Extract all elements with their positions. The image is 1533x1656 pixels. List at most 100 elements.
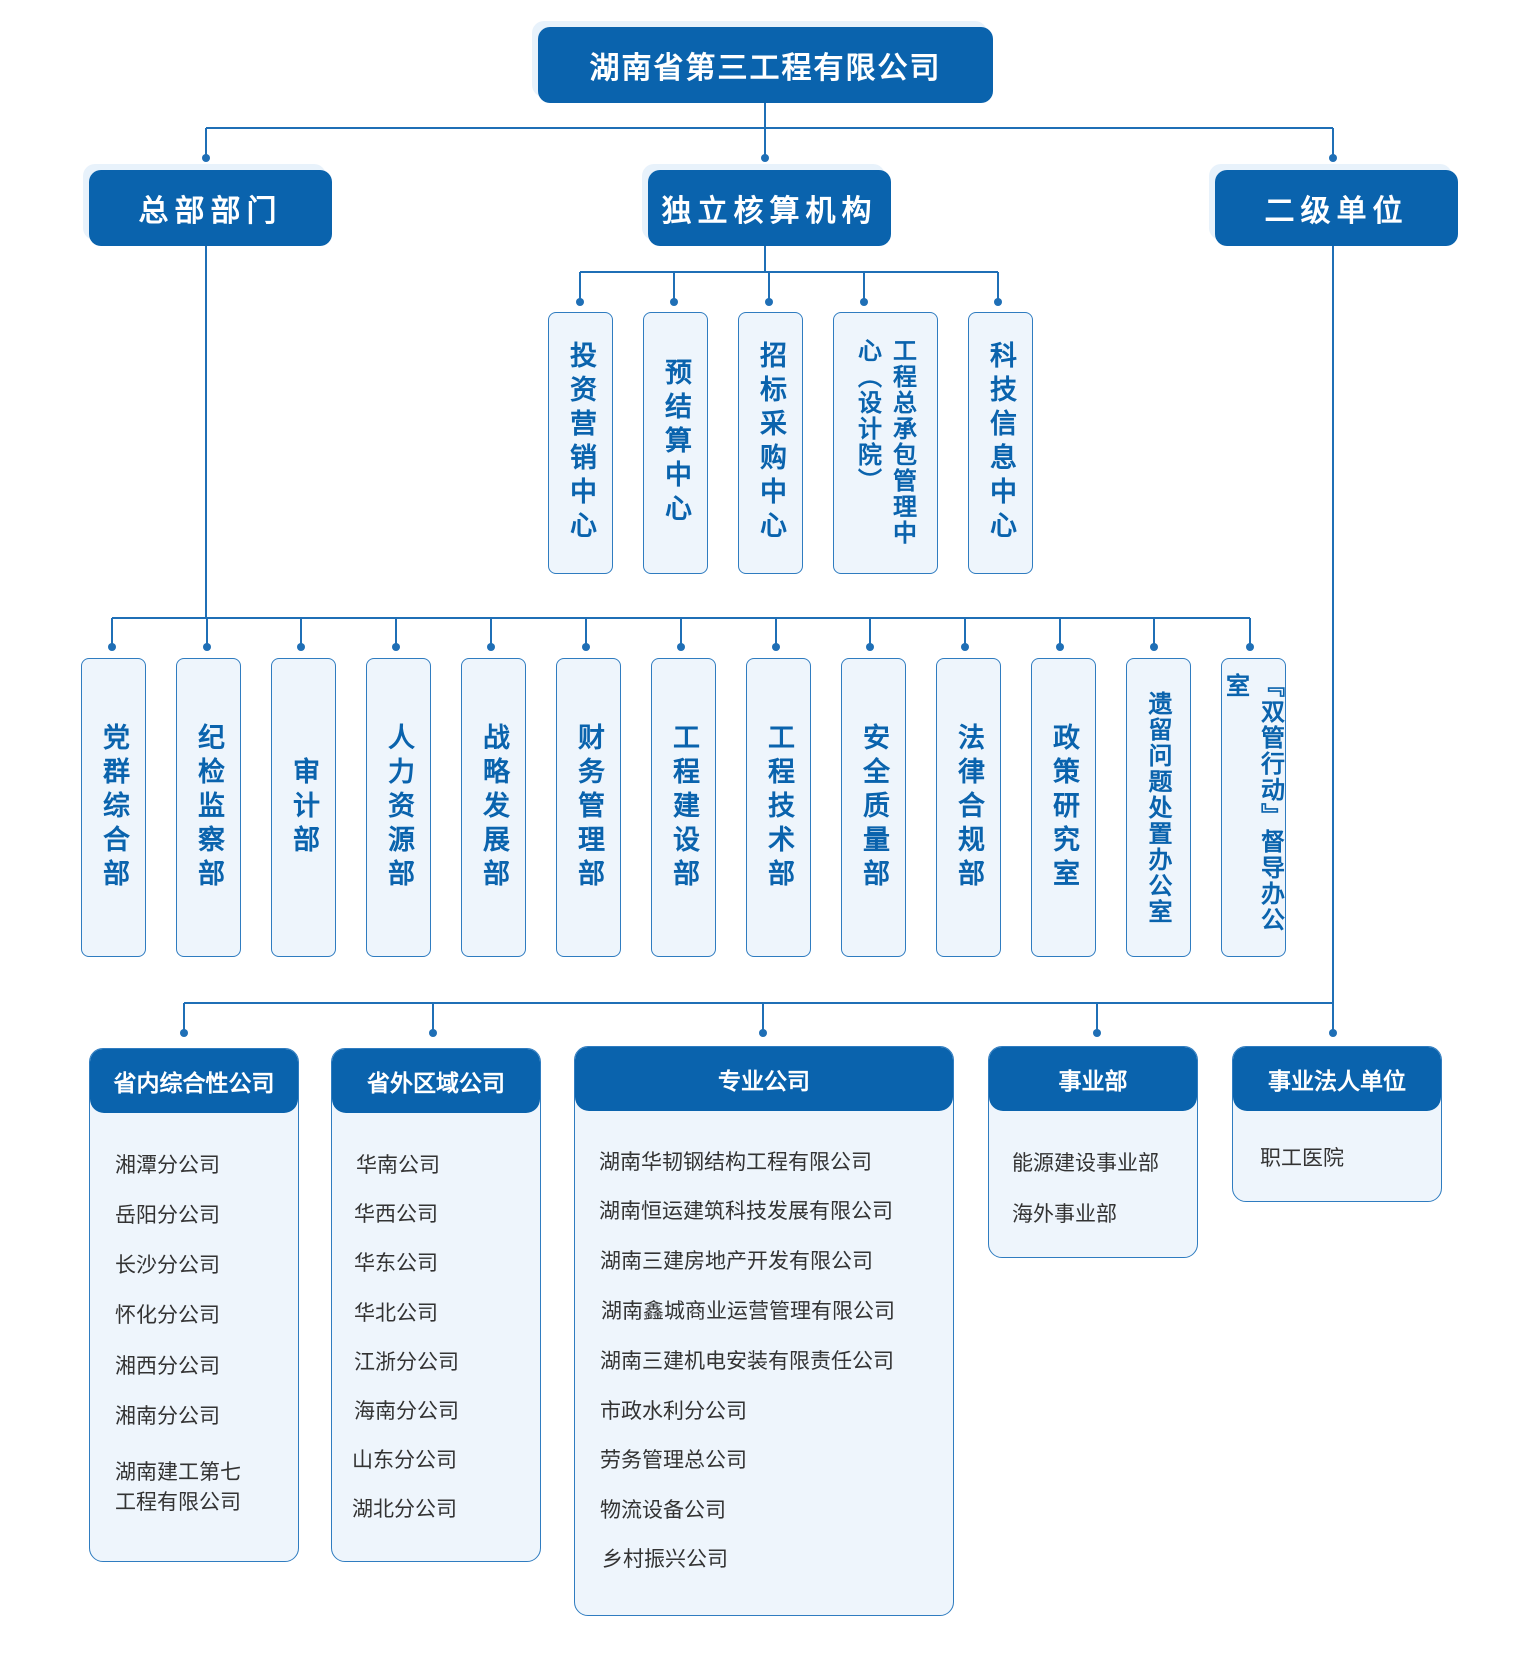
secondary-units-header: 二级单位 (1215, 170, 1458, 246)
list-item: 市政水利分公司 (600, 1399, 747, 1423)
hq-department-box: 工程建设部 (651, 658, 716, 957)
list-item: 海外事业部 (1012, 1202, 1117, 1226)
list-item: 湖南三建机电安装有限责任公司 (600, 1349, 894, 1373)
panel-header: 省外区域公司 (332, 1049, 540, 1113)
list-item: 华北公司 (354, 1301, 438, 1325)
hq-department-box: 『双管行动』督导办公室 (1221, 658, 1286, 957)
divisions-panel: 事业部 能源建设事业部 海外事业部 (988, 1046, 1198, 1258)
hq-department-box: 安全质量部 (841, 658, 906, 957)
list-item: 江浙分公司 (354, 1350, 459, 1374)
connector-dot (1056, 643, 1064, 651)
hq-department-box: 审计部 (271, 658, 336, 957)
list-item: 湖南建工第七 工程有限公司 (115, 1460, 241, 1514)
list-item: 劳务管理总公司 (600, 1448, 747, 1472)
hq-department-label: 政策研究室 (1048, 722, 1079, 893)
connector-dot (1329, 154, 1337, 162)
hq-department-box: 战略发展部 (461, 658, 526, 957)
list-item: 华南公司 (356, 1153, 440, 1177)
list-item: 能源建设事业部 (1012, 1151, 1159, 1175)
regional-companies-panel: 省外区域公司 华南公司 华西公司 华东公司 华北公司 江浙分公司 海南分公司 山… (331, 1048, 541, 1562)
connector-dot (860, 298, 868, 306)
hq-department-label: 财务管理部 (573, 722, 604, 893)
panel-header: 事业部 (989, 1047, 1197, 1111)
connector-dot (487, 643, 495, 651)
connector-dot (994, 298, 1002, 306)
connector-dot (297, 643, 305, 651)
list-item: 海南分公司 (354, 1399, 459, 1423)
list-item: 湖南恒运建筑科技发展有限公司 (599, 1199, 893, 1223)
list-item: 长沙分公司 (115, 1253, 220, 1277)
list-item: 物流设备公司 (600, 1498, 726, 1522)
hq-department-box: 人力资源部 (366, 658, 431, 957)
hq-department-label: 『双管行动』督导办公室 (1221, 672, 1285, 933)
connector-dot (866, 643, 874, 651)
hq-departments-header: 总部部门 (89, 170, 332, 246)
independent-accounting-header: 独立核算机构 (648, 170, 891, 246)
connector-dot (108, 643, 116, 651)
hq-department-box: 财务管理部 (556, 658, 621, 957)
connector-dot (765, 298, 773, 306)
independent-unit-box: 工程总承包管理中心（设计院） (833, 312, 938, 574)
list-item: 湘西分公司 (115, 1354, 220, 1378)
connector-dot (392, 643, 400, 651)
connector-dot (576, 298, 584, 306)
hq-department-label: 法律合规部 (953, 722, 984, 893)
list-item: 湖南三建房地产开发有限公司 (600, 1249, 873, 1273)
list-item: 湖南华韧钢结构工程有限公司 (599, 1150, 872, 1174)
connector-dot (761, 154, 769, 162)
hq-department-label: 工程技术部 (763, 722, 794, 893)
connector-dot (429, 1029, 437, 1037)
hq-department-label: 安全质量部 (858, 722, 889, 893)
hq-department-label: 纪检监察部 (193, 722, 224, 893)
connector-dot (180, 1029, 188, 1037)
list-item: 湘潭分公司 (115, 1153, 220, 1177)
hq-department-label: 党群综合部 (98, 722, 129, 893)
connector-dot (677, 643, 685, 651)
connector-dot (670, 298, 678, 306)
independent-unit-label: 工程总承包管理中心（设计院） (853, 338, 917, 546)
connector-dot (1150, 643, 1158, 651)
list-item: 职工医院 (1260, 1146, 1344, 1170)
hq-department-label: 战略发展部 (478, 722, 509, 893)
hq-department-label: 遗留问题处置办公室 (1144, 690, 1172, 925)
panel-header: 省内综合性公司 (90, 1049, 298, 1113)
hq-department-box: 法律合规部 (936, 658, 1001, 957)
connector-dot (1329, 1029, 1337, 1037)
list-item: 华东公司 (354, 1251, 438, 1275)
list-item: 山东分公司 (352, 1448, 457, 1472)
legal-entities-panel: 事业法人单位 职工医院 (1232, 1046, 1442, 1202)
connector-dot (582, 643, 590, 651)
independent-unit-box: 预结算中心 (643, 312, 708, 574)
hq-department-box: 纪检监察部 (176, 658, 241, 957)
hq-department-box: 党群综合部 (81, 658, 146, 957)
list-item: 湖南鑫城商业运营管理有限公司 (601, 1299, 895, 1323)
list-item: 岳阳分公司 (115, 1203, 220, 1227)
company-root-box: 湖南省第三工程有限公司 (538, 27, 993, 103)
list-item: 湘南分公司 (115, 1404, 220, 1428)
connector-dot (1246, 643, 1254, 651)
list-item: 怀化分公司 (115, 1303, 220, 1327)
panel-header: 专业公司 (575, 1047, 953, 1111)
connector-dot (759, 1029, 767, 1037)
independent-unit-label: 投资营销中心 (565, 341, 596, 545)
independent-unit-box: 科技信息中心 (968, 312, 1033, 574)
list-item: 华西公司 (354, 1202, 438, 1226)
connector-dot (203, 643, 211, 651)
hq-department-box: 政策研究室 (1031, 658, 1096, 957)
independent-unit-box: 招标采购中心 (738, 312, 803, 574)
hq-department-label: 审计部 (288, 756, 319, 859)
hq-department-box: 工程技术部 (746, 658, 811, 957)
provincial-companies-panel: 省内综合性公司 湘潭分公司 岳阳分公司 长沙分公司 怀化分公司 湘西分公司 湘南… (89, 1048, 299, 1562)
independent-unit-label: 科技信息中心 (985, 341, 1016, 545)
professional-companies-panel: 专业公司 湖南华韧钢结构工程有限公司 湖南恒运建筑科技发展有限公司 湖南三建房地… (574, 1046, 954, 1616)
panel-header: 事业法人单位 (1233, 1047, 1441, 1111)
hq-department-label: 工程建设部 (668, 722, 699, 893)
list-item: 乡村振兴公司 (602, 1547, 728, 1571)
connector-dot (1093, 1029, 1101, 1037)
connector-dot (202, 154, 210, 162)
hq-department-label: 人力资源部 (383, 722, 414, 893)
connector-dot (772, 643, 780, 651)
independent-unit-label: 招标采购中心 (755, 341, 786, 545)
connector-dot (961, 643, 969, 651)
